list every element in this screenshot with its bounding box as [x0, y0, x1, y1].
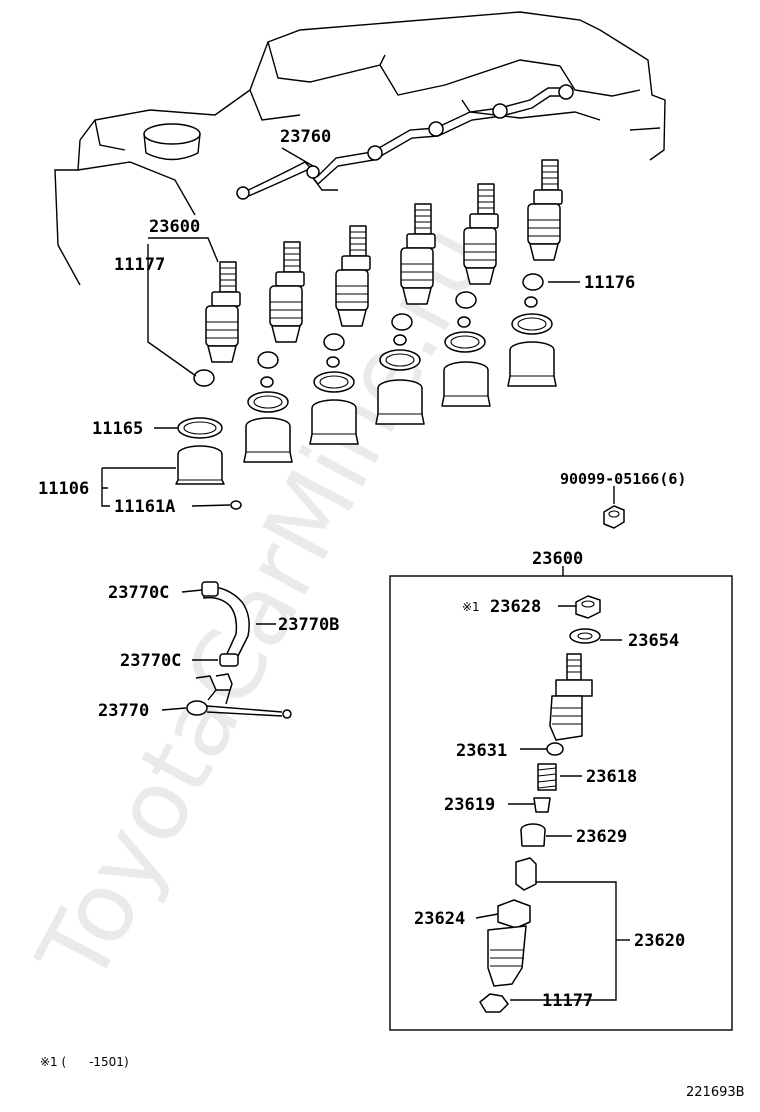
- label-23760: 23760: [280, 127, 331, 147]
- label-11165: 11165: [92, 419, 143, 439]
- injector-row: [205, 159, 563, 363]
- label-23619: 23619: [444, 795, 495, 815]
- label-11177-box: 11177: [542, 991, 593, 1011]
- label-11106: 11106: [38, 479, 89, 499]
- leader-lines: [101, 147, 630, 1001]
- nut-90099: [603, 505, 625, 529]
- hose-assembly: [186, 581, 292, 719]
- label-23628: 23628: [490, 597, 541, 617]
- label-23618: 23618: [586, 767, 637, 787]
- label-23624: 23624: [414, 909, 465, 929]
- diagram-code: 221693B: [686, 1085, 745, 1100]
- label-23654: 23654: [628, 631, 679, 651]
- label-23600-box: 23600: [532, 549, 583, 569]
- part-labels: 23760 23600 11177 11176 11165 11106 1116…: [38, 127, 686, 1011]
- watermark: ToyotaCarMine.ru: [16, 208, 509, 1002]
- injector: [269, 241, 305, 343]
- label-23770c-a: 23770C: [108, 583, 169, 603]
- label-23770b: 23770B: [278, 615, 339, 635]
- label-11176: 11176: [584, 273, 635, 293]
- label-11177-top: 11177: [114, 255, 165, 275]
- engine-block: [54, 11, 666, 286]
- pin-11161a: [230, 500, 242, 510]
- label-23770c-b: 23770C: [120, 651, 181, 671]
- label-23628-mark: ※1: [462, 600, 480, 614]
- label-23629: 23629: [576, 827, 627, 847]
- label-23631: 23631: [456, 741, 507, 761]
- injector: [463, 183, 499, 285]
- label-23600-top: 23600: [149, 217, 200, 237]
- injector: [335, 225, 371, 327]
- label-23620: 23620: [634, 931, 685, 951]
- injector-detail-parts: [479, 595, 601, 1013]
- label-90099: 90099-05166(6): [560, 470, 686, 488]
- label-11161a: 11161A: [114, 497, 175, 517]
- injector: [527, 159, 563, 261]
- gaskets: [177, 313, 553, 439]
- label-23770: 23770: [98, 701, 149, 721]
- footnote: ※1 ( -1501): [40, 1055, 129, 1069]
- combustion-chambers: [175, 341, 557, 485]
- injector: [205, 261, 241, 363]
- detail-box: [389, 575, 733, 1031]
- nozzle-seats: [193, 273, 544, 388]
- injector: [400, 203, 436, 305]
